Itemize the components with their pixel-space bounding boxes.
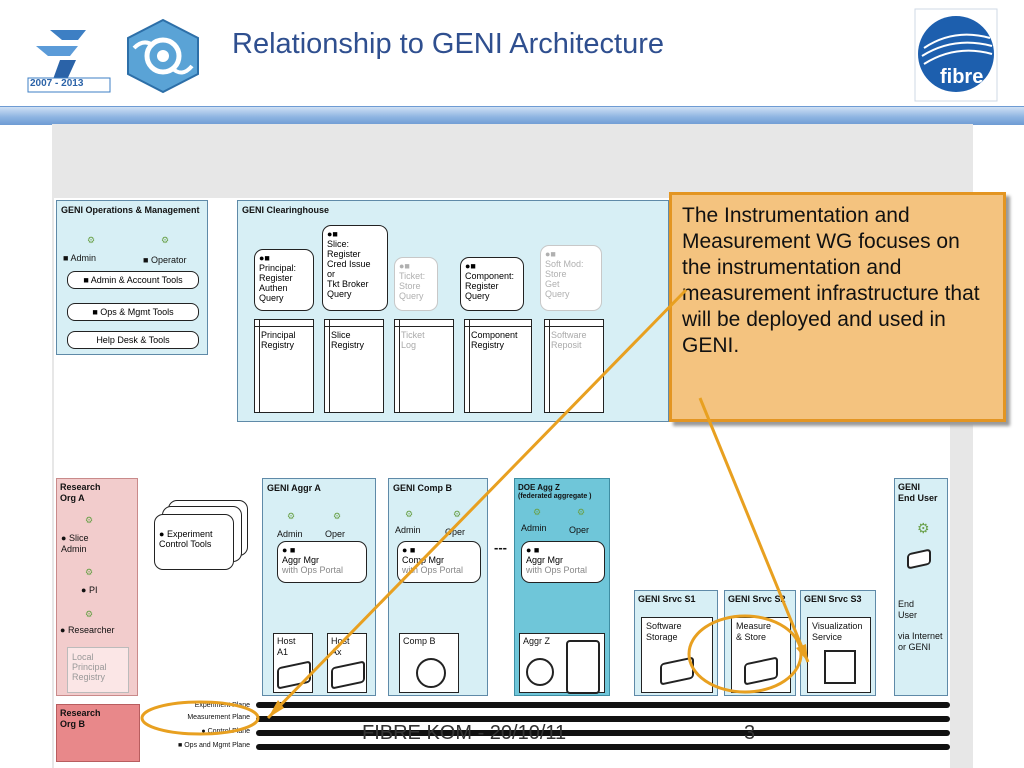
slice-admin-icon: ⚙ <box>85 515 94 525</box>
help-desk-tools: Help Desk & Tools <box>67 331 199 349</box>
experiment-control-tools: ● Experiment Control Tools <box>154 514 234 570</box>
arrowhead-measurement <box>268 700 284 718</box>
ops-operator-label: ■ Operator <box>143 255 187 265</box>
host-ax: Host Ax <box>327 633 367 693</box>
arrow-to-measurement-plane <box>266 288 688 720</box>
more-aggregates-ellipsis: --- <box>494 540 507 555</box>
ops-mgmt-plane <box>256 744 950 750</box>
softmod-service: ●■ Soft Mod: Store Get Query <box>540 245 602 311</box>
admin-icon: ⚙ <box>87 235 96 245</box>
slide-header: 2007 - 2013 Relationship to GENI Archite… <box>0 0 1024 106</box>
comp-b-node: Comp B <box>399 633 459 693</box>
ticket-service: ●■ Ticket: Store Query <box>394 257 438 311</box>
slice-registry: Slice Registry <box>324 319 384 413</box>
geni-end-user-box: GENI End User ⚙ End User via Internet or… <box>894 478 948 696</box>
measure-store-box: Measure & Store <box>731 617 791 693</box>
header-band <box>0 106 1024 125</box>
experiment-plane-label: Experiment Plane <box>194 702 250 709</box>
doe-aggr-title: DOE Agg Z <box>518 483 560 492</box>
aggr-a-oper: Oper <box>325 529 346 539</box>
end-user-via: via Internet or GENI <box>898 631 943 652</box>
measurement-plane-label: Measurement Plane <box>187 714 250 721</box>
aggr-z-node: Aggr Z <box>519 633 605 694</box>
end-user-icon: ⚙ <box>917 520 930 536</box>
pi-icon: ⚙ <box>85 567 94 577</box>
doe-oper: Oper <box>569 525 590 535</box>
ops-admin-label: ■ Admin <box>63 253 96 263</box>
end-user-label: End User <box>898 599 918 620</box>
admin-account-tools: ■ Admin & Account Tools <box>67 271 199 289</box>
comp-b-oper: Oper <box>445 527 466 537</box>
geni-service-s2: GENI Srvc S2 Measure & Store <box>724 590 796 696</box>
router-icon <box>416 658 446 688</box>
fp7-year: 2007 - 2013 <box>30 78 84 89</box>
measurement-plane-highlight <box>140 700 260 736</box>
software-repository: Software Reposit <box>544 319 604 413</box>
measure-store-highlight <box>687 614 803 694</box>
comp-b-oper-icon: ⚙ <box>453 509 462 519</box>
ticket-log: Ticket Log <box>394 319 454 413</box>
control-plane <box>256 730 950 736</box>
doe-aggr-z-box: DOE Agg Z (federated aggregate ) ⚙ ⚙ Adm… <box>514 478 610 696</box>
footer-text: FIBRE KOM - 20/10/11 <box>362 722 567 744</box>
local-principal-registry: Local Principal Registry <box>67 647 129 693</box>
doe-admin: Admin <box>521 523 547 533</box>
geni-architecture-diagram: GENI Operations & Management ⚙ ⚙ ■ Admin… <box>54 198 950 768</box>
geni-service-s1: GENI Srvc S1 Software Storage <box>634 590 718 696</box>
research-org-a-box: Research Org A ⚙ ● Slice Admin ⚙ ● PI ⚙ … <box>56 478 138 696</box>
aggr-a-title: GENI Aggr A <box>267 483 321 493</box>
measurement-plane <box>256 716 950 722</box>
principal-registry: Principal Registry <box>254 319 314 413</box>
doe-aggr-subtitle: (federated aggregate ) <box>518 493 592 500</box>
comp-b-title: GENI Comp B <box>393 483 453 493</box>
experiment-plane <box>256 702 950 708</box>
ops-mgmt-tools: ■ Ops & Mgmt Tools <box>67 303 199 321</box>
principal-service: ●■ Principal: Register Authen Query <box>254 249 314 311</box>
server-stack-icon <box>566 640 600 694</box>
page-number: 3 <box>744 722 756 744</box>
doe-admin-icon: ⚙ <box>533 507 542 517</box>
research-org-b-title: Research Org B <box>60 708 101 729</box>
pi-label: ● PI <box>81 585 98 595</box>
aggr-a-admin-icon: ⚙ <box>287 511 296 521</box>
page-title: Relationship to GENI Architecture <box>232 28 664 60</box>
geni-service-s3: GENI Srvc S3 Visualization Service <box>800 590 876 696</box>
slice-service: ●■ Slice: Register Cred Issue or Tkt Bro… <box>322 225 388 311</box>
researcher-label: ● Researcher <box>60 625 115 635</box>
monitor-icon <box>824 650 856 684</box>
comp-b-admin: Admin <box>395 525 421 535</box>
fibre-logo-text: fibre <box>940 66 984 88</box>
instrumentation-callout: The Instrumentation and Measurement WG f… <box>669 192 1006 422</box>
fp7-logo: 2007 - 2013 <box>26 26 112 94</box>
aggr-a-oper-icon: ⚙ <box>333 511 342 521</box>
component-registry: Component Registry <box>464 319 532 413</box>
operator-icon: ⚙ <box>161 235 170 245</box>
visualization-service-box: Visualization Service <box>807 617 871 693</box>
component-service: ●■ Component: Register Query <box>460 257 524 311</box>
router-icon <box>526 658 554 686</box>
research-org-b-box: Research Org B <box>56 704 140 762</box>
comp-b-admin-icon: ⚙ <box>405 509 414 519</box>
researcher-icon: ⚙ <box>85 609 94 619</box>
aggr-a-admin: Admin <box>277 529 303 539</box>
clearinghouse-box: GENI Clearinghouse ●■ Principal: Registe… <box>237 200 669 422</box>
host-a1: Host A1 <box>273 633 313 693</box>
ops-mgmt-plane-label: ■ Ops and Mgmt Plane <box>178 742 250 749</box>
arrow-to-measure-store <box>698 397 810 663</box>
research-org-a-title: Research Org A <box>60 482 101 503</box>
ops-mgmt-title: GENI Operations & Management <box>61 205 200 215</box>
fibre-logo: fibre <box>914 8 998 102</box>
ops-mgmt-box: GENI Operations & Management ⚙ ⚙ ■ Admin… <box>56 200 208 355</box>
clearinghouse-title: GENI Clearinghouse <box>242 205 330 215</box>
project-logo <box>124 18 202 94</box>
slice-admin-label: ● Slice Admin <box>61 533 89 554</box>
doe-oper-icon: ⚙ <box>577 507 586 517</box>
